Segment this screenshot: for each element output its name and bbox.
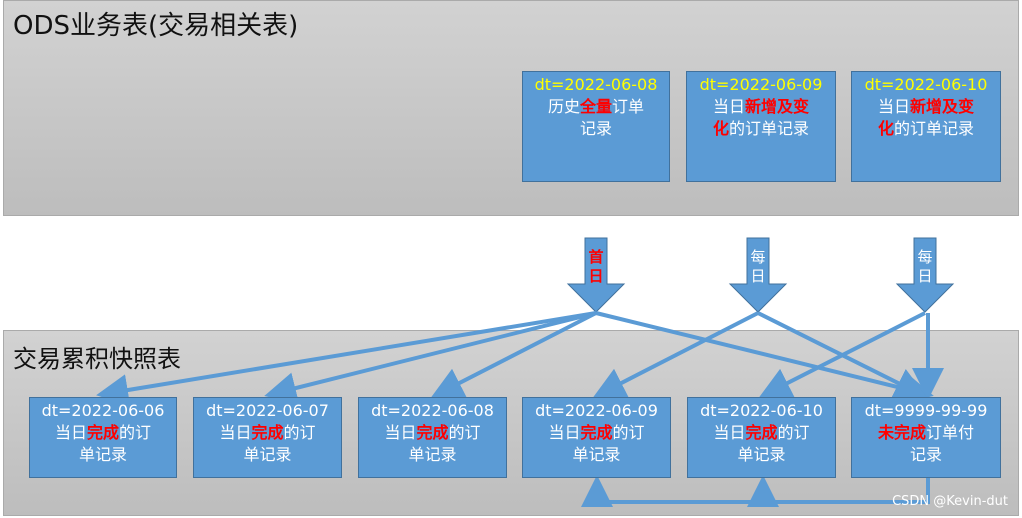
first-day-label: 首 日 <box>586 248 606 286</box>
snapshot-box-date: dt=2022-06-06 <box>41 401 165 420</box>
ods-box-0610: dt=2022-06-10 当日新增及变 化的订单记录 <box>851 71 1001 182</box>
desc-text: 当日 <box>384 423 417 442</box>
desc-text: 当日 <box>713 423 746 442</box>
ods-box-0608: dt=2022-06-08 历史全量订单 记录 <box>522 71 670 182</box>
snapshot-box-date: dt=2022-06-07 <box>206 401 329 420</box>
connector-first-to-0607 <box>264 311 597 404</box>
ods-box-desc-line2: 化的订单记录 <box>687 118 835 140</box>
desc-highlight: 化 <box>712 119 729 138</box>
connector-first-to-0608 <box>430 311 597 398</box>
ods-box-date: dt=2022-06-10 <box>864 75 988 94</box>
snapshot-box-desc-line1: 未完成订单付 <box>852 422 1000 444</box>
desc-text: 的订 <box>119 423 152 442</box>
snapshot-box-desc-line1: 当日完成的订 <box>194 422 341 444</box>
desc-text: 的订 <box>448 423 481 442</box>
snapshot-box-desc-line2: 单记录 <box>78 445 127 464</box>
desc-text: 的订单记录 <box>729 119 810 138</box>
connector-0609-to-0609 <box>592 311 759 398</box>
snapshot-box-desc-line2: 记录 <box>909 445 942 464</box>
snapshot-box-desc-line2: 单记录 <box>408 445 457 464</box>
snapshot-box-date: dt=2022-06-09 <box>535 401 658 420</box>
desc-text: 当日 <box>712 97 745 116</box>
ods-panel-title: ODS业务表(交易相关表) <box>13 11 299 41</box>
snapshot-box-0610: dt=2022-06-10 当日完成的订 单记录 <box>687 397 836 478</box>
feedback-to-0609 <box>581 475 763 507</box>
snapshot-box-desc-line1: 当日完成的订 <box>30 422 176 444</box>
snapshot-box-desc-line2: 单记录 <box>243 445 292 464</box>
snapshot-box-date: dt=9999-99-99 <box>864 401 988 420</box>
desc-highlight: 完成 <box>580 423 613 442</box>
snapshot-box-desc-line2: 单记录 <box>737 445 786 464</box>
daily-2-char-1: 每 <box>917 248 933 266</box>
daily-2-char-2: 日 <box>917 267 933 285</box>
snapshot-box-desc-line1: 当日完成的订 <box>523 422 670 444</box>
feedback-to-0610 <box>747 475 930 507</box>
desc-text: 订单 <box>612 97 645 116</box>
load-arrow-first-day <box>566 237 626 313</box>
ods-box-0609: dt=2022-06-09 当日新增及变 化的订单记录 <box>686 71 836 182</box>
load-arrow-daily-2 <box>895 237 955 313</box>
ods-box-desc-line1: 当日新增及变 <box>852 96 1000 118</box>
snapshot-box-0608: dt=2022-06-08 当日完成的订 单记录 <box>358 397 507 478</box>
desc-text: 历史 <box>547 97 580 116</box>
desc-highlight: 完成 <box>251 423 284 442</box>
desc-text: 当日 <box>219 423 252 442</box>
connector-first-to-0606 <box>96 311 597 406</box>
ods-box-date: dt=2022-06-09 <box>699 75 823 94</box>
ods-box-desc-line2: 记录 <box>579 119 612 138</box>
desc-highlight: 完成 <box>416 423 449 442</box>
daily-label-1: 每 日 <box>748 248 768 286</box>
ods-panel: ODS业务表(交易相关表) <box>3 0 1019 216</box>
watermark: CSDN @Kevin-dut <box>892 494 1008 509</box>
snapshot-box-date: dt=2022-06-10 <box>700 401 823 420</box>
snapshot-box-9999: dt=9999-99-99 未完成订单付 记录 <box>851 397 1001 478</box>
desc-text: 当日 <box>877 97 910 116</box>
connector-0609-to-9999 <box>757 311 928 398</box>
first-day-char-1: 首 <box>588 248 604 266</box>
snapshot-box-0607: dt=2022-06-07 当日完成的订 单记录 <box>193 397 342 478</box>
connector-first-to-9999 <box>595 311 934 404</box>
snapshot-box-0609: dt=2022-06-09 当日完成的订 单记录 <box>522 397 671 478</box>
daily-1-char-1: 每 <box>750 248 766 266</box>
ods-box-desc-line1: 历史全量订单 <box>523 96 669 118</box>
desc-highlight: 化 <box>877 119 894 138</box>
snapshot-box-desc-line1: 当日完成的订 <box>688 422 835 444</box>
desc-highlight: 新增及变 <box>745 97 810 116</box>
daily-1-char-2: 日 <box>750 267 766 285</box>
desc-highlight: 完成 <box>86 423 119 442</box>
daily-label-2: 每 日 <box>915 248 935 286</box>
desc-highlight: 未完成 <box>877 423 926 442</box>
snapshot-box-0606: dt=2022-06-06 当日完成的订 单记录 <box>29 397 177 478</box>
snapshot-panel-title: 交易累积快照表 <box>13 345 181 373</box>
desc-text: 的订单记录 <box>894 119 975 138</box>
desc-highlight: 完成 <box>745 423 778 442</box>
ods-box-date: dt=2022-06-08 <box>534 75 658 94</box>
desc-text: 订单付 <box>926 423 975 442</box>
snapshot-box-desc-line1: 当日完成的订 <box>359 422 506 444</box>
ods-box-desc-line1: 当日新增及变 <box>687 96 835 118</box>
load-arrow-daily-1 <box>728 237 788 313</box>
connector-0610-to-0610 <box>758 311 926 398</box>
desc-highlight: 新增及变 <box>910 97 975 116</box>
ods-box-desc-line2: 化的订单记录 <box>852 118 1000 140</box>
desc-text: 的订 <box>283 423 316 442</box>
desc-text: 的订 <box>777 423 810 442</box>
desc-text: 当日 <box>548 423 581 442</box>
desc-text: 的订 <box>612 423 645 442</box>
snapshot-box-desc-line2: 单记录 <box>572 445 621 464</box>
first-day-char-2: 日 <box>588 267 604 285</box>
desc-text: 当日 <box>54 423 87 442</box>
snapshot-box-date: dt=2022-06-08 <box>371 401 494 420</box>
desc-highlight: 全量 <box>579 97 612 116</box>
